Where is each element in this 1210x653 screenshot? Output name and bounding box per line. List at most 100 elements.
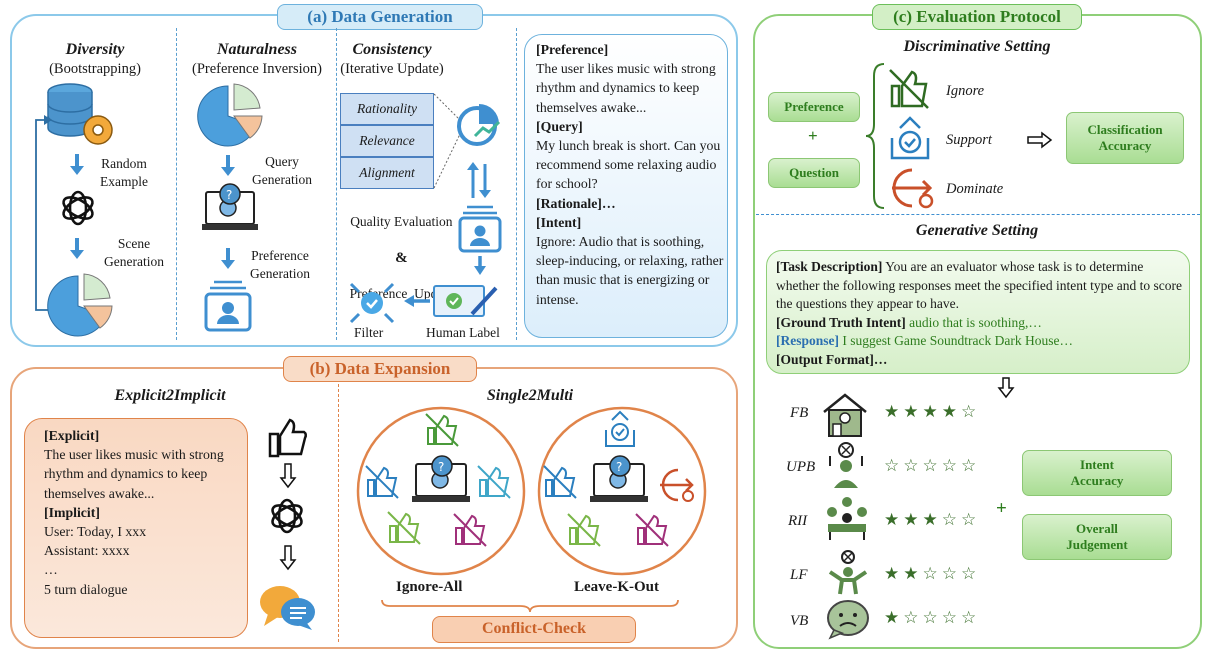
consistency-heading: Consistency(Iterative Update) — [340, 41, 444, 77]
user-profile-icon — [458, 205, 502, 253]
example-text: [Preference] The user likes music with s… — [536, 42, 724, 307]
dominate-label: Dominate — [946, 181, 1004, 197]
rationality-cell: Rationality — [340, 93, 434, 125]
prompt-text: [Task Description] You are an evaluator … — [776, 259, 1183, 367]
human-label-text: Human Label — [426, 325, 500, 340]
row-label-rii: RII — [788, 513, 808, 529]
ignore-all-label: Ignore-All — [396, 579, 463, 595]
sad-speech-icon — [827, 600, 869, 640]
panel-c-title: (c) Evaluation Protocol — [872, 4, 1082, 30]
overall-judgement-box: Overall Judgement — [1022, 514, 1172, 560]
rating-stars-vb: ★☆☆☆☆ — [884, 608, 981, 628]
arrow-down-icon — [474, 256, 486, 275]
prompt-box — [766, 250, 1190, 374]
connector-lines — [433, 93, 461, 189]
ignore-icon — [543, 465, 577, 499]
generative-title: Generative Setting — [915, 222, 1039, 239]
example-box — [524, 34, 728, 338]
team-meeting-icon — [827, 497, 867, 540]
preference-box: Preference — [768, 92, 860, 122]
laptop-question-icon: ? — [590, 455, 648, 502]
arrow-down-icon — [221, 248, 235, 269]
person-decline-icon — [828, 550, 868, 595]
preference-generation-label: Preference Generation — [250, 248, 310, 281]
naturalness-heading: Naturalness(Preference Inversion) — [191, 41, 323, 77]
house-icon — [823, 393, 867, 437]
panel-a-title: (a) Data Generation — [277, 4, 483, 30]
rating-stars-rii: ★★★☆☆ — [884, 510, 981, 530]
random-example-label: Random Example — [100, 156, 148, 189]
separator — [756, 214, 1200, 215]
explicit-implicit-text: [Explicit] The user likes music with str… — [44, 428, 224, 597]
classification-accuracy-box: Classification Accuracy — [1066, 112, 1184, 164]
dominate-icon — [892, 168, 934, 209]
row-label-upb: UPB — [786, 459, 816, 475]
support-icon — [605, 410, 635, 447]
svg-text:?: ? — [616, 460, 622, 474]
conflict-check-label: Conflict-Check — [432, 616, 636, 643]
separator — [176, 28, 177, 340]
row-label-fb: FB — [790, 405, 809, 421]
brace — [381, 599, 679, 613]
svg-text:?: ? — [438, 460, 444, 474]
arrow-left-icon — [404, 295, 430, 307]
intent-accuracy-box: Intent Accuracy — [1022, 450, 1172, 496]
rating-stars-upb: ☆☆☆☆☆ — [884, 456, 981, 476]
ignore-label: Ignore — [946, 83, 985, 99]
loop-arrow — [35, 115, 52, 311]
arrow-down-icon — [221, 155, 235, 176]
leave-k-out-label: Leave-K-Out — [574, 579, 659, 595]
ignore-icon — [567, 513, 601, 547]
database-gear-icon — [47, 83, 113, 145]
hollow-arrow-down-icon — [279, 545, 297, 571]
hollow-arrow-right-icon — [1027, 131, 1053, 149]
swap-arrows-icon — [467, 162, 491, 198]
openai-logo-icon — [62, 190, 94, 226]
arrow-down-icon — [70, 238, 84, 259]
laptop-question-icon: ? — [412, 455, 470, 502]
separator — [336, 28, 337, 340]
stressed-person-icon — [829, 442, 863, 488]
s2m-title: Single2Multi — [486, 387, 574, 404]
support-icon — [890, 116, 930, 160]
relevance-cell: Relevance — [340, 125, 434, 157]
filter-icon — [349, 282, 395, 324]
rating-stars-lf: ★★☆☆☆ — [884, 564, 981, 584]
hollow-arrow-down-icon — [279, 463, 297, 489]
user-profile-icon — [204, 280, 252, 332]
chat-bubbles-icon — [260, 586, 315, 630]
separator — [516, 28, 517, 340]
quality-evaluation-label: Quality Evaluation & Preference Update — [349, 214, 454, 301]
ignore-icon — [477, 465, 511, 499]
support-label: Support — [946, 132, 992, 148]
diversity-heading: Diversity(Bootstrapping) — [49, 41, 141, 77]
ignore-icon — [425, 413, 459, 447]
hollow-arrow-down-icon — [997, 377, 1015, 399]
explicit-implicit-box — [24, 418, 248, 638]
discriminative-title: Discriminative Setting — [903, 38, 1051, 55]
curly-brace — [865, 63, 885, 209]
svg-text:?: ? — [226, 188, 232, 202]
analytics-icon — [457, 104, 501, 146]
pie-chart-icon — [197, 83, 263, 147]
ignore-icon — [635, 513, 669, 547]
plus-sign: + — [808, 126, 818, 145]
plus-sign: + — [996, 498, 1007, 519]
row-label-vb: VB — [790, 613, 809, 629]
ignore-icon — [387, 511, 421, 545]
filter-label: Filter — [354, 325, 384, 340]
openai-logo-icon — [271, 498, 303, 534]
row-label-lf: LF — [790, 567, 808, 583]
query-generation-label: Query Generation — [252, 154, 312, 187]
thumbs-up-icon — [268, 418, 308, 458]
ignore-icon — [365, 465, 399, 499]
human-label-icon — [433, 285, 498, 317]
arrow-down-icon — [70, 154, 84, 175]
panel-b-title: (b) Data Expansion — [283, 356, 477, 382]
separator — [338, 384, 339, 642]
e2i-title: Explicit2Implicit — [114, 387, 226, 404]
alignment-cell: Alignment — [340, 157, 434, 189]
question-box: Question — [768, 158, 860, 188]
ignore-icon — [453, 513, 487, 547]
rating-stars-fb: ★★★★☆ — [884, 402, 981, 422]
